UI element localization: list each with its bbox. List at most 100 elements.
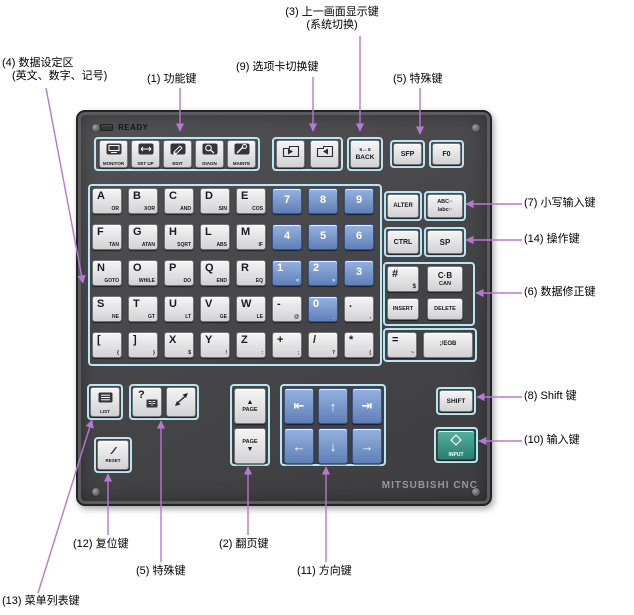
key-sub-label: AND — [180, 206, 191, 212]
key-rbracket[interactable]: ]} — [128, 332, 158, 358]
key-main-label: T — [133, 298, 140, 310]
page-down-triangle-icon: ▼ — [246, 446, 254, 453]
key-6[interactable]: 6 — [344, 224, 374, 250]
lowercase-abc-key[interactable]: ABC·· /abc·· — [427, 194, 463, 218]
insert-key-label: INSERT — [392, 306, 414, 312]
input-key[interactable]: INPUT — [437, 430, 475, 460]
back-key[interactable]: s↔s BACK — [350, 140, 380, 168]
monitor-key[interactable]: MONITOR — [99, 140, 128, 168]
page-down-key[interactable]: PAGE ▼ — [234, 428, 266, 464]
key-main-label: 6 — [355, 230, 363, 242]
maintenance-key[interactable]: MAINTE — [227, 140, 256, 168]
key-X[interactable]: X$ — [164, 332, 194, 358]
key-2[interactable]: 2> — [308, 260, 338, 286]
monitor-icon — [106, 142, 122, 160]
delete-key[interactable]: DELETE — [427, 298, 463, 320]
key-main-label: - — [277, 298, 281, 310]
hash-key[interactable]: # $ — [387, 266, 419, 292]
maintenance-key-label: MAINTE — [232, 161, 251, 166]
key-sub-label: EQ — [255, 278, 263, 284]
key-Y[interactable]: Y! — [200, 332, 230, 358]
key-up[interactable]: ↑ — [318, 388, 348, 424]
reset-key[interactable]: ∕∕ RESET — [97, 440, 129, 470]
window-resize-key[interactable] — [166, 387, 196, 417]
key-minus[interactable]: -@ — [272, 296, 302, 322]
key-8[interactable]: 8 — [308, 188, 338, 214]
page-up-key[interactable]: ▲ PAGE — [234, 388, 266, 424]
page-keys-group-outline — [230, 384, 270, 466]
key-down[interactable]: ↓ — [318, 428, 348, 464]
ready-led-icon — [100, 124, 113, 131]
f0-key[interactable]: F0 — [432, 143, 461, 165]
menu-list-key[interactable]: LIST — [90, 387, 120, 417]
key-slash[interactable]: /? — [308, 332, 338, 358]
key-equals[interactable]: =~ — [387, 332, 417, 358]
space-key[interactable]: SP — [427, 230, 463, 254]
callout-lowercase-key: (7) 小写输入键 — [524, 197, 596, 209]
ctrl-key[interactable]: CTRL — [387, 230, 419, 254]
alter-key[interactable]: ALTER — [387, 194, 419, 218]
menu-list-key-label: LIST — [100, 409, 110, 414]
key-asterisk[interactable]: *( — [344, 332, 374, 358]
key-sub-label: LT — [185, 314, 191, 320]
key-5[interactable]: 5 — [308, 224, 338, 250]
key-plus[interactable]: +; — [272, 332, 302, 358]
key-tab-right[interactable]: ⇥ — [352, 388, 382, 424]
key-right[interactable]: → — [352, 428, 382, 464]
guide-key[interactable]: ? — [132, 387, 162, 417]
key-0[interactable]: 0_ — [308, 296, 338, 322]
tab-next-key[interactable] — [310, 140, 339, 168]
tab-prev-key[interactable] — [276, 140, 305, 168]
diagnosis-key[interactable]: DIAGN — [195, 140, 224, 168]
cancel-key[interactable]: C·B CAN — [427, 266, 463, 292]
key-eob[interactable]: ;/EOB — [423, 332, 473, 358]
key-sub-label: @ — [294, 314, 299, 320]
edit-key[interactable]: EDIT — [163, 140, 192, 168]
screw-icon — [472, 488, 480, 496]
key-sub-label: ( — [369, 350, 371, 356]
sfp-key[interactable]: SFP — [393, 143, 422, 165]
key-1[interactable]: 1< — [272, 260, 302, 286]
callout-page-keys: (2) 翻页键 — [219, 538, 269, 550]
key-9[interactable]: 9 — [344, 188, 374, 214]
callout-tab-keys: (9) 选项卡切换键 — [236, 61, 319, 73]
key-sub-label: DO — [183, 278, 192, 284]
key-dot[interactable]: ., — [344, 296, 374, 322]
key-lbracket[interactable]: [{ — [92, 332, 122, 358]
sfp-key-label: SFP — [400, 150, 415, 158]
key-main-label: F — [97, 226, 104, 238]
insert-key[interactable]: INSERT — [387, 298, 419, 320]
shift-key[interactable]: SHIFT — [439, 390, 473, 412]
key-tab-left[interactable]: ⇤ — [284, 388, 314, 424]
key-4[interactable]: 4 — [272, 224, 302, 250]
key-sub-label: } — [153, 350, 155, 356]
setup-key[interactable]: SET UP — [131, 140, 160, 168]
lowercase-key-label-2: /abc·· — [437, 206, 453, 213]
key-7[interactable]: 7 — [272, 188, 302, 214]
key-sub-label: , — [369, 314, 371, 320]
key-3[interactable]: 3 — [344, 260, 374, 286]
callout-data-area: (4) 数据设定区 (英文、数字、记号) — [2, 57, 107, 83]
key-Z[interactable]: Z: — [236, 332, 266, 358]
key-left[interactable]: ← — [284, 428, 314, 464]
